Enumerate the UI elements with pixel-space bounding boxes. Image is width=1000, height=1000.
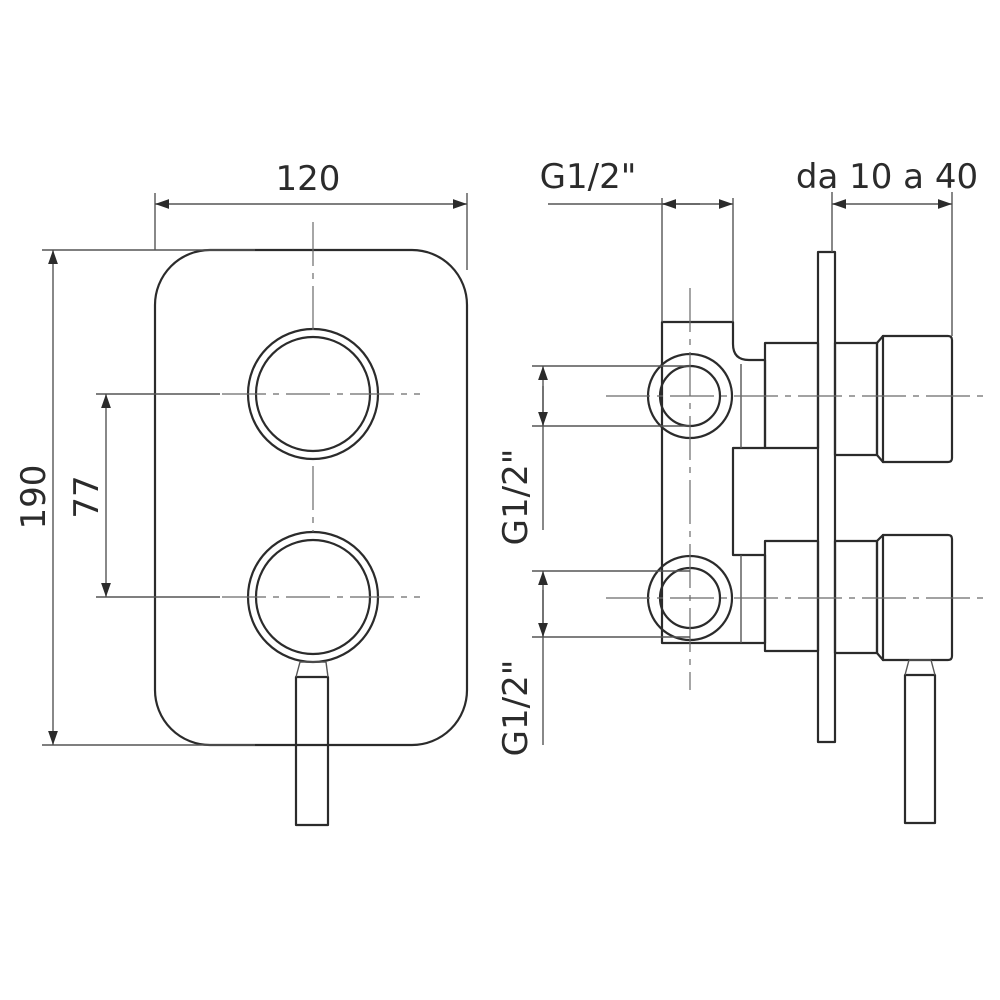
connection-top-label: G1/2" — [540, 157, 637, 197]
dimension-width: 120 — [154, 159, 468, 270]
wall-plate — [816, 250, 837, 744]
side-view — [606, 250, 990, 825]
front-lever — [294, 675, 330, 827]
height-label: 190 — [14, 465, 54, 530]
dimension-connection-top: G1/2" — [540, 157, 734, 322]
side-lever — [903, 673, 937, 825]
valve-body — [660, 320, 767, 645]
dimension-height: 190 — [14, 249, 255, 746]
lower-cartridge — [763, 539, 820, 653]
connection-lower-label: G1/2" — [496, 660, 536, 757]
spacing-label: 77 — [67, 475, 107, 518]
upper-knob-side — [833, 334, 954, 464]
front-view — [153, 222, 469, 827]
dimension-connection-upper: G1/2" — [496, 365, 690, 546]
connection-upper-label: G1/2" — [496, 449, 536, 546]
width-label: 120 — [276, 159, 341, 199]
wall-depth-label: da 10 a 40 — [796, 157, 978, 197]
dimension-spacing: 77 — [67, 393, 220, 598]
dimension-wall-depth: da 10 a 40 — [796, 157, 978, 336]
faceplate — [153, 248, 469, 747]
dimension-connection-lower: G1/2" — [496, 570, 690, 757]
